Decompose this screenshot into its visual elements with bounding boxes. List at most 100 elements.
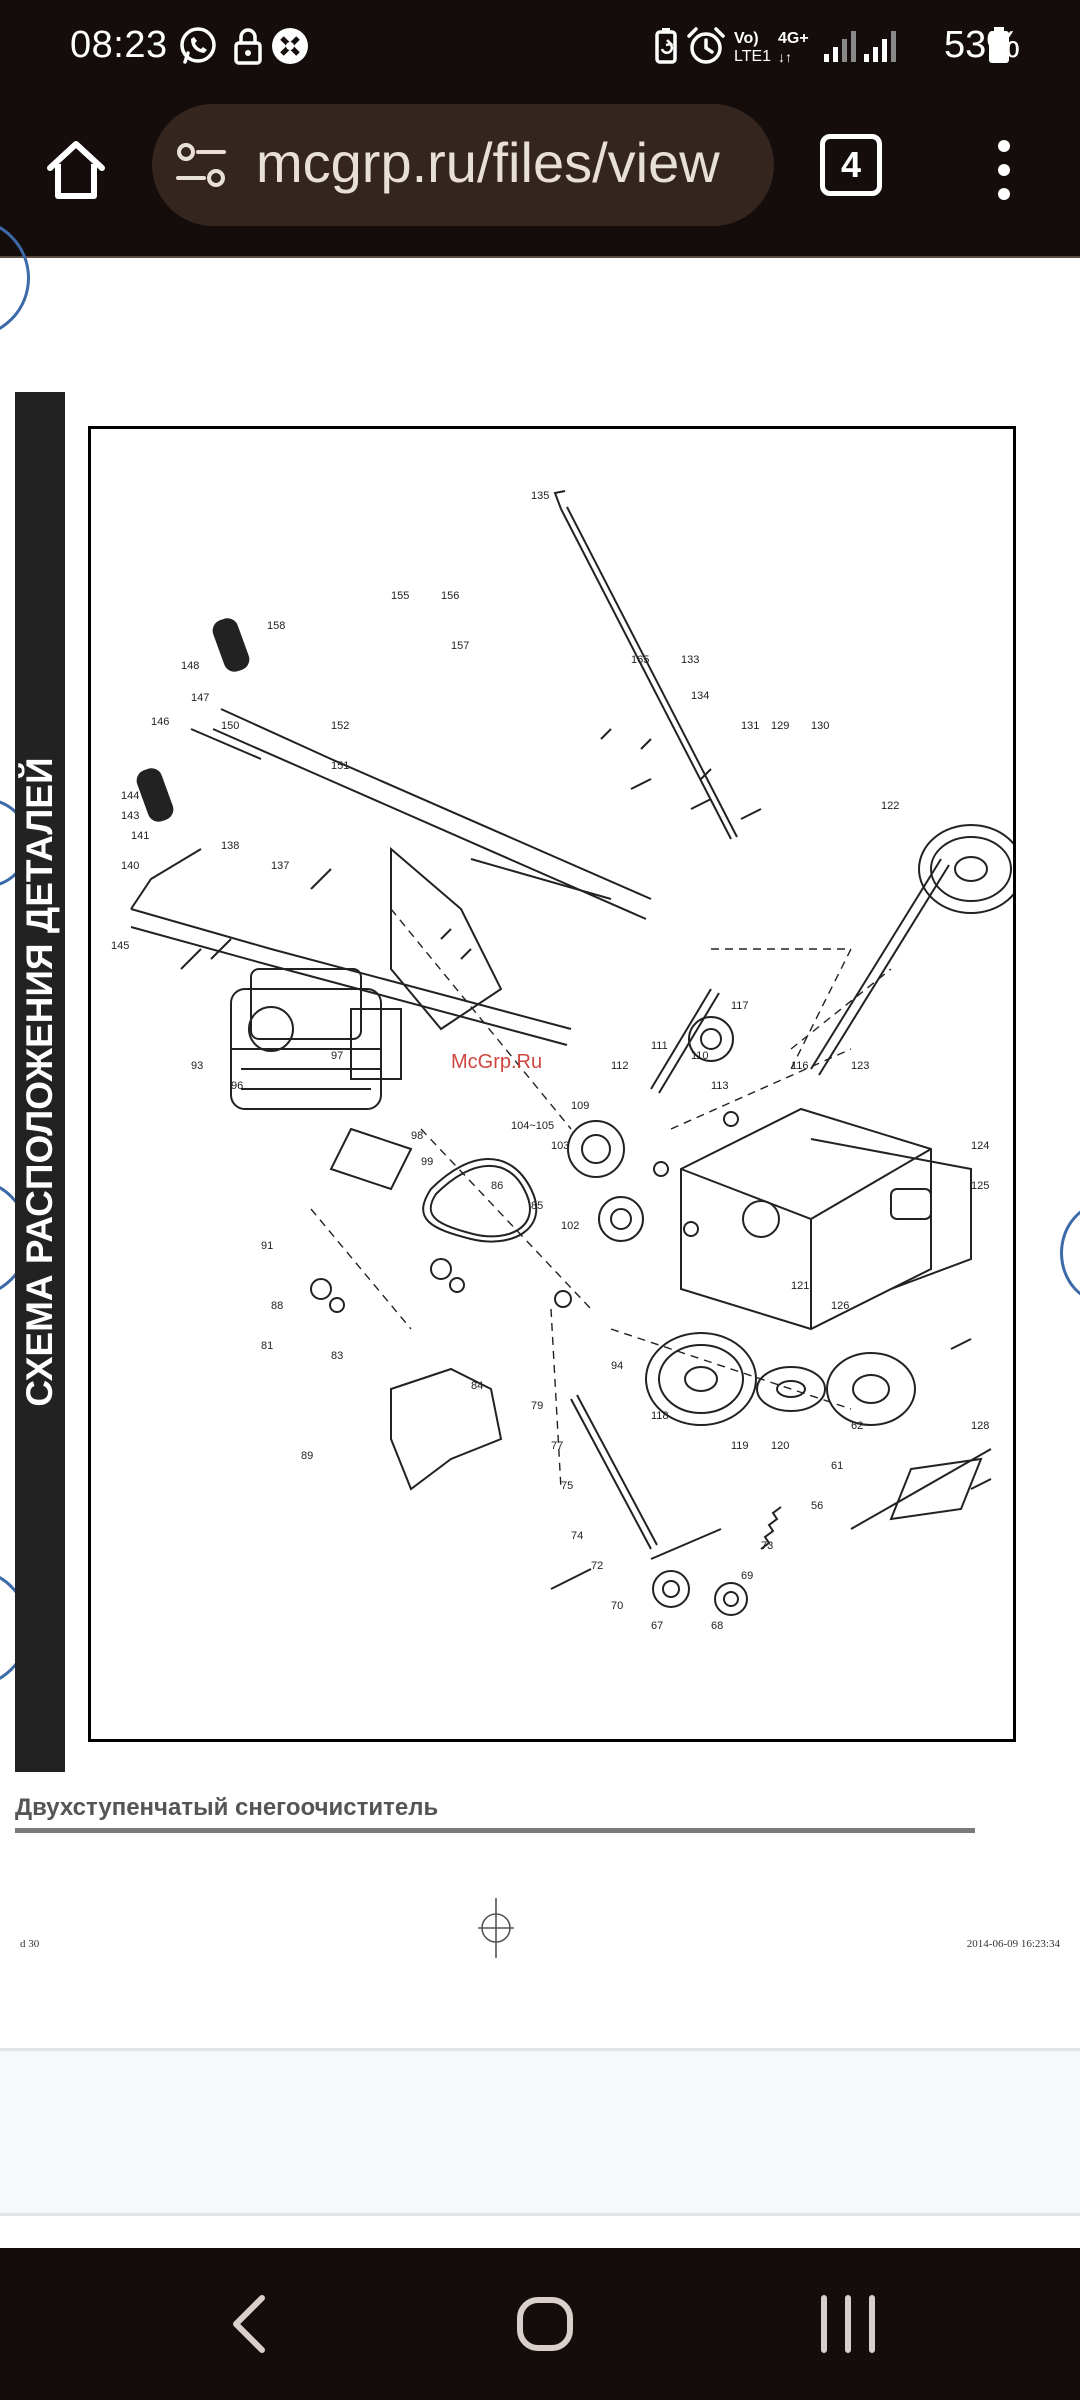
- svg-text:157: 157: [451, 640, 469, 652]
- svg-text:113: 113: [711, 1080, 729, 1092]
- svg-text:103: 103: [551, 1140, 569, 1152]
- svg-text:97: 97: [331, 1050, 343, 1062]
- svg-text:96: 96: [231, 1080, 243, 1092]
- svg-text:133: 133: [681, 654, 699, 666]
- svg-text:137: 137: [271, 860, 289, 872]
- volte-label: Vo): [734, 30, 759, 47]
- svg-text:141: 141: [131, 830, 149, 842]
- url-text[interactable]: mcgrp.ru/files/view: [256, 131, 720, 194]
- svg-text:128: 128: [971, 1420, 989, 1432]
- svg-text:77: 77: [551, 1440, 563, 1452]
- svg-text:85: 85: [531, 1200, 543, 1212]
- browser-toolbar: mcgrp.ru/files/view 4: [0, 96, 1080, 258]
- svg-text:122: 122: [881, 800, 899, 812]
- svg-text:61: 61: [831, 1460, 843, 1472]
- whatsapp-icon: [180, 27, 216, 64]
- svg-text:116: 116: [791, 1060, 809, 1072]
- svg-text:125: 125: [971, 1180, 989, 1192]
- svg-text:158: 158: [267, 620, 285, 632]
- svg-text:81: 81: [261, 1340, 273, 1352]
- network-type-label: 4G+: [778, 30, 809, 47]
- svg-text:150: 150: [221, 720, 239, 732]
- svg-text:126: 126: [831, 1300, 849, 1312]
- svg-text:155: 155: [391, 590, 409, 602]
- svg-text:69: 69: [741, 1570, 753, 1582]
- recents-icon[interactable]: [808, 2284, 888, 2364]
- svg-text:124: 124: [971, 1140, 989, 1152]
- section-title: СХЕМА РАСПОЛОЖЕНИЯ ДЕТАЛЕЙ: [19, 757, 60, 1407]
- site-settings-icon[interactable]: [174, 140, 228, 190]
- svg-text:131: 131: [741, 720, 759, 732]
- svg-text:89: 89: [301, 1450, 313, 1462]
- svg-text:56: 56: [811, 1500, 823, 1512]
- svg-text:140: 140: [121, 860, 139, 872]
- svg-text:98: 98: [411, 1130, 423, 1142]
- svg-text:62: 62: [851, 1420, 863, 1432]
- section-side-bar: [15, 392, 65, 1772]
- lte-label: LTE1: [734, 48, 772, 65]
- data-arrows-icon: ↓↑: [778, 49, 792, 65]
- signal-icon: [864, 31, 896, 62]
- svg-text:156: 156: [441, 590, 459, 602]
- battery-icon: [989, 27, 1009, 63]
- svg-text:110: 110: [691, 1050, 709, 1062]
- svg-text:93: 93: [191, 1060, 203, 1072]
- svg-text:88: 88: [271, 1300, 283, 1312]
- home-circle-icon[interactable]: [506, 2284, 586, 2364]
- home-icon[interactable]: [40, 134, 112, 206]
- svg-text:67: 67: [651, 1620, 663, 1632]
- svg-text:123: 123: [851, 1060, 869, 1072]
- page-gap: [0, 2048, 1080, 2216]
- svg-text:118: 118: [651, 1410, 669, 1422]
- lock-icon: [234, 28, 262, 65]
- svg-text:111: 111: [651, 1040, 668, 1052]
- svg-text:109: 109: [571, 1100, 589, 1112]
- svg-text:145: 145: [111, 940, 129, 952]
- alarm-icon: [687, 27, 725, 64]
- svg-text:119: 119: [731, 1440, 749, 1452]
- network-type: 4G+ ↓↑: [778, 30, 818, 66]
- status-time: 08:23: [70, 24, 168, 66]
- svg-text:165: 165: [631, 654, 649, 666]
- svg-text:135: 135: [531, 490, 549, 502]
- parts-diagram: 135 155 156 158 148 147 150 146 157 165 …: [88, 426, 1016, 1742]
- svg-text:104~105: 104~105: [511, 1120, 554, 1132]
- svg-text:151: 151: [331, 760, 349, 772]
- svg-text:143: 143: [121, 810, 139, 822]
- document-page[interactable]: СХЕМА РАСПОЛОЖЕНИЯ ДЕТАЛЕЙ: [0, 218, 1080, 2048]
- page-decoration-circle: [1060, 1202, 1080, 1304]
- svg-text:79: 79: [531, 1400, 543, 1412]
- svg-text:102: 102: [561, 1220, 579, 1232]
- svg-text:144: 144: [121, 790, 139, 802]
- svg-text:84: 84: [471, 1380, 483, 1392]
- back-icon[interactable]: [212, 2284, 292, 2364]
- svg-text:152: 152: [331, 720, 349, 732]
- svg-text:91: 91: [261, 1240, 273, 1252]
- status-bar: 08:23 Vo) LTE1: [0, 0, 1080, 96]
- svg-text:130: 130: [811, 720, 829, 732]
- svg-text:129: 129: [771, 720, 789, 732]
- svg-text:120: 120: [771, 1440, 789, 1452]
- url-bar[interactable]: mcgrp.ru/files/view: [152, 104, 774, 226]
- system-navigation-bar: [0, 2248, 1080, 2400]
- more-vert-icon[interactable]: [984, 134, 1024, 206]
- svg-text:99: 99: [421, 1156, 433, 1168]
- watermark: McGrp.Ru: [451, 1051, 543, 1073]
- svg-text:83: 83: [331, 1350, 343, 1362]
- footer-page-label: d 30: [20, 1938, 40, 1950]
- signal-icon: [824, 31, 856, 62]
- svg-text:74: 74: [571, 1530, 583, 1542]
- battery-saver-icon: [655, 28, 677, 64]
- app-icon: [272, 28, 308, 64]
- svg-text:146: 146: [151, 716, 169, 728]
- svg-text:134: 134: [691, 690, 709, 702]
- svg-text:112: 112: [611, 1060, 629, 1072]
- svg-text:75: 75: [561, 1480, 573, 1492]
- footer-divider: [15, 1828, 975, 1833]
- registration-mark-icon: [478, 1898, 514, 1958]
- svg-text:117: 117: [731, 1000, 749, 1012]
- svg-text:138: 138: [221, 840, 239, 852]
- tabs-button[interactable]: 4: [820, 134, 882, 196]
- svg-text:70: 70: [611, 1600, 623, 1612]
